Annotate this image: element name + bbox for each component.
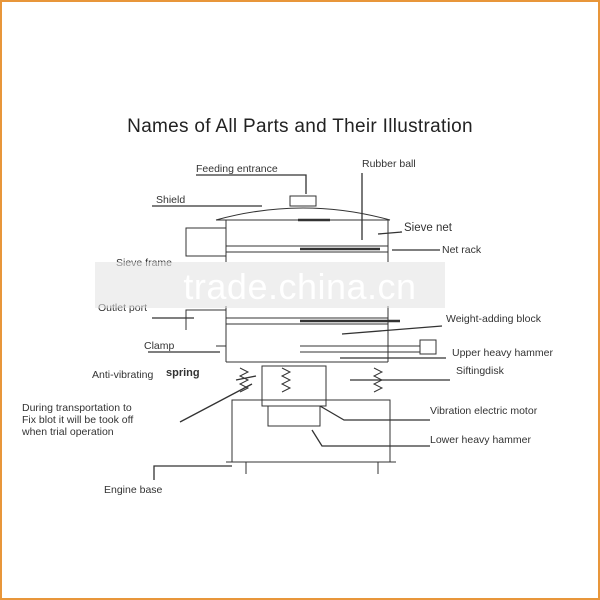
- leader-sieve-net: [377, 231, 403, 235]
- label-clamp: Clamp: [144, 340, 175, 352]
- engine-base-part: [231, 399, 391, 463]
- label-upper-heavy-hammer: Upper heavy hammer: [452, 347, 553, 359]
- diagram-title: Names of All Parts and Their Illustratio…: [127, 116, 473, 137]
- lower-outlet-part: [185, 309, 226, 330]
- label-net-rack: Net rack: [442, 244, 482, 256]
- leader-anti-vibrating: [235, 375, 257, 381]
- label-feeding-entrance: Feeding entrance: [196, 163, 278, 175]
- leader-lower-hammer: [311, 429, 430, 447]
- label-engine-base: Engine base: [104, 484, 163, 496]
- label-transport-note: During transportation to Fix blot it wil…: [22, 402, 134, 438]
- spring-left-part: [238, 367, 250, 393]
- spring-mid-part: [280, 367, 292, 393]
- feeding-entrance-part: [289, 195, 317, 207]
- label-vibration-motor: Vibration electric motor: [430, 405, 538, 417]
- label-weight-adding-block: Weight-adding block: [446, 313, 541, 325]
- label-lower-heavy-hammer: Lower heavy hammer: [430, 434, 531, 446]
- label-rubber-ball: Rubber ball: [362, 158, 416, 170]
- label-sieve-net: Sieve net: [404, 222, 452, 234]
- label-sifting-disk: Siftingdisk: [456, 365, 504, 377]
- watermark-band: [95, 262, 445, 308]
- leader-weight: [341, 325, 443, 335]
- label-spring: spring: [166, 367, 200, 379]
- leader-motor: [319, 405, 430, 421]
- label-anti-vibrating: Anti-vibrating: [92, 369, 154, 381]
- leader-feeding: [196, 174, 307, 194]
- label-shield: Shield: [156, 194, 186, 206]
- leader-engine-base: [153, 465, 232, 480]
- shield-part: [215, 207, 391, 221]
- watermark-text: trade.china.cn: [183, 266, 417, 307]
- leader-transport: [179, 383, 253, 423]
- upper-outlet-part: [185, 227, 226, 257]
